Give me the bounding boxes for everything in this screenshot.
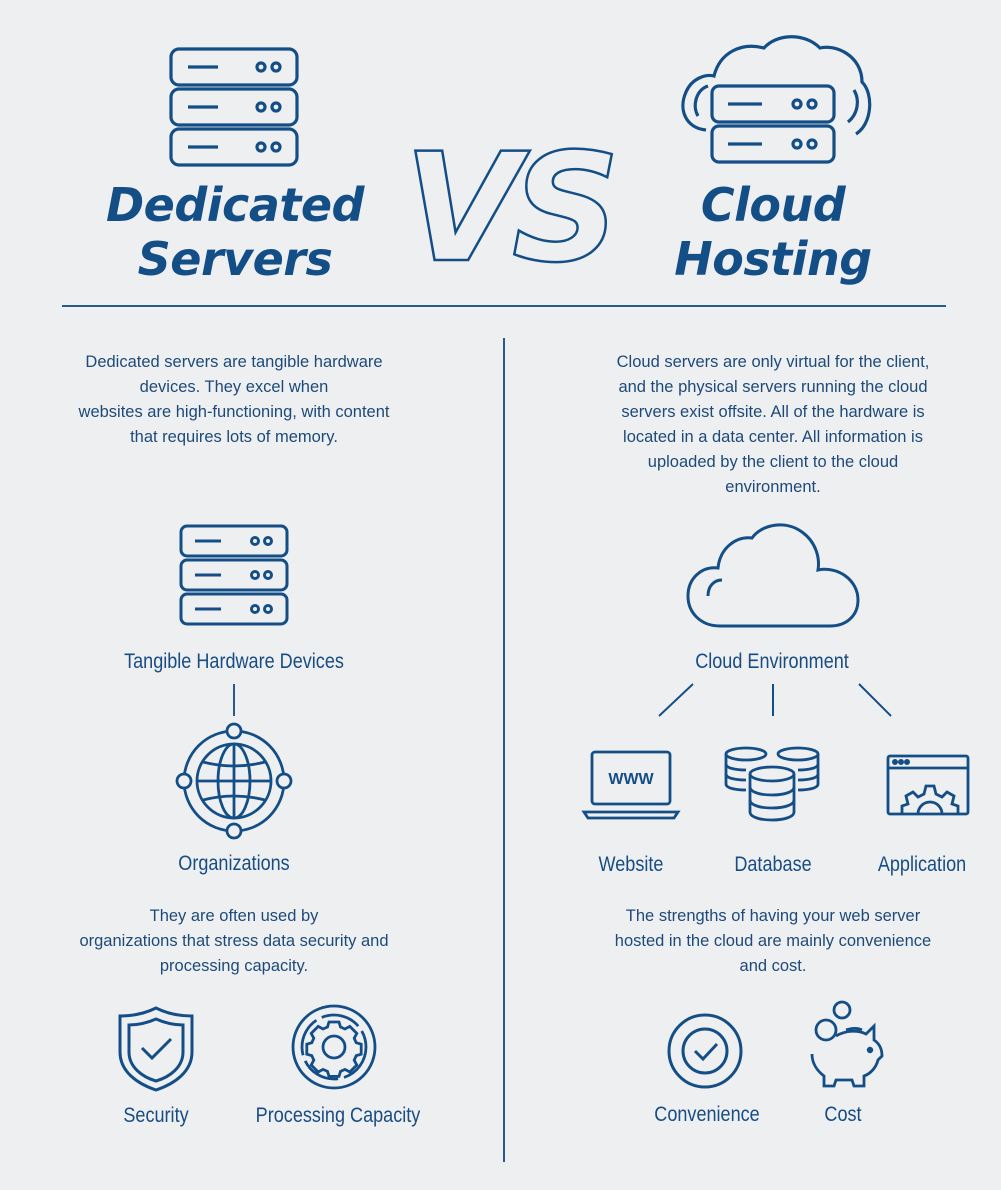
right-title-line-1: Cloud	[700, 178, 846, 232]
left-title-line-2: Servers	[137, 232, 333, 286]
security-label: Security	[123, 1104, 189, 1127]
strengths-description-line: and cost.	[739, 957, 807, 975]
right-description-line: Cloud servers are only virtual for the c…	[616, 353, 930, 371]
left-description-line: Dedicated servers are tangible hardware	[85, 353, 383, 371]
processing-capacity-label: Processing Capacity	[255, 1104, 421, 1127]
vs-graphic: VS	[403, 121, 622, 298]
organizations-label: Organizations	[178, 852, 290, 875]
hardware-connector	[233, 684, 235, 716]
piggy-bank-icon	[806, 1000, 886, 1090]
shield-check-icon	[118, 1006, 194, 1092]
www-text: WWW	[608, 771, 654, 788]
application-label: Application	[877, 853, 967, 876]
right-title: Cloud Hosting	[628, 178, 918, 286]
application-gear-icon	[886, 754, 970, 816]
strengths-description-line: hosted in the cloud are mainly convenien…	[614, 932, 932, 950]
cloud-environment-label: Cloud Environment	[695, 650, 849, 673]
organizations-description-line: organizations that stress data security …	[79, 932, 389, 950]
right-description: Cloud servers are only virtual for the c…	[578, 350, 968, 500]
gear-circle-icon	[291, 1004, 377, 1090]
cost-label: Cost	[824, 1103, 862, 1126]
cloud-connectors	[655, 682, 895, 718]
laptop-www-icon: WWW	[582, 750, 680, 820]
organizations-description-line: They are often used by	[149, 907, 319, 925]
left-description-line: devices. They excel when	[139, 378, 329, 396]
strengths-description: The strengths of having your web server …	[578, 904, 968, 979]
right-description-line: located in a data center. All informatio…	[623, 428, 923, 446]
server-stack-icon	[168, 46, 300, 170]
database-label: Database	[734, 853, 812, 876]
right-description-line: servers exist offsite. All of the hardwa…	[621, 403, 925, 421]
tangible-hardware-label: Tangible Hardware Devices	[124, 650, 344, 673]
left-title-line-1: Dedicated	[105, 178, 365, 232]
column-divider	[503, 338, 505, 1162]
right-title-line-2: Hosting	[674, 232, 872, 286]
header-divider	[62, 305, 946, 307]
organizations-description: They are often used by organizations tha…	[44, 904, 424, 979]
convenience-label: Convenience	[654, 1103, 760, 1126]
left-description-line: that requires lots of memory.	[130, 428, 338, 446]
left-description-line: websites are high-functioning, with cont…	[78, 403, 390, 421]
organizations-description-line: processing capacity.	[159, 957, 309, 975]
cloud-icon	[686, 520, 860, 630]
strengths-description-line: The strengths of having your web server	[625, 907, 921, 925]
left-description: Dedicated servers are tangible hardware …	[44, 350, 424, 450]
right-description-line: and the physical servers running the clo…	[618, 378, 928, 396]
vs-text: VS	[404, 122, 612, 296]
globe-network-icon	[175, 722, 293, 840]
left-title: Dedicated Servers	[90, 178, 380, 286]
website-label: Website	[598, 853, 664, 876]
check-circle-icon	[666, 1012, 744, 1090]
server-stack-icon	[179, 524, 289, 628]
database-icon	[722, 746, 822, 822]
cloud-server-icon	[676, 30, 876, 170]
right-description-line: environment.	[725, 478, 821, 496]
right-description-line: uploaded by the client to the cloud	[647, 453, 899, 471]
